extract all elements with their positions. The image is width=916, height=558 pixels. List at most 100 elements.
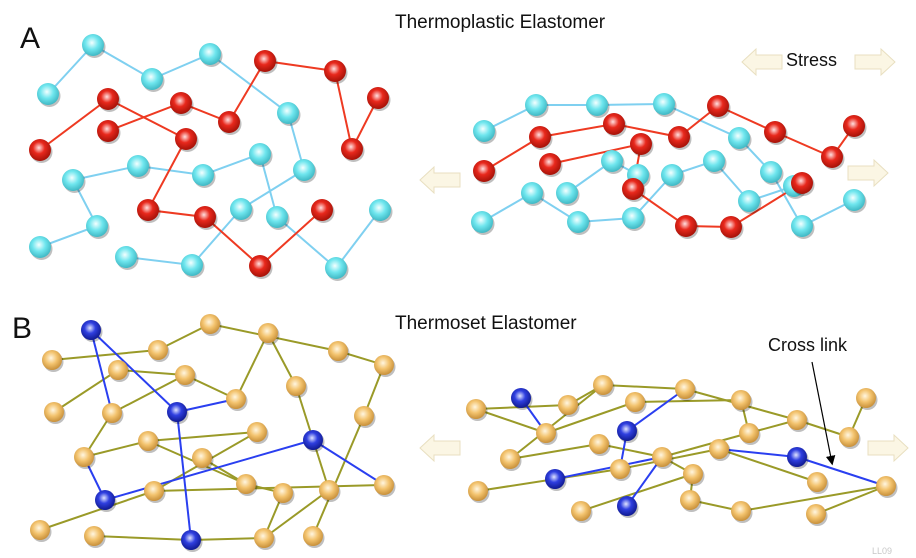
red-node: [791, 172, 813, 194]
cyan-node: [586, 94, 608, 116]
gold-node: [739, 423, 759, 443]
red-node: [622, 178, 644, 200]
olive-bond: [602, 384, 686, 390]
red-node: [529, 126, 551, 148]
gold-node: [354, 406, 374, 426]
cyan-node: [843, 189, 865, 211]
stretch-arrow-right: [867, 433, 909, 463]
gold-node: [226, 389, 246, 409]
gold-node: [610, 459, 630, 479]
olive-bond: [718, 448, 818, 483]
gold-node: [148, 340, 168, 360]
red-node: [170, 92, 192, 114]
gold-node: [144, 481, 164, 501]
gold-node: [30, 520, 50, 540]
gold-node: [593, 375, 613, 395]
panel-b-letter: B: [12, 312, 33, 345]
olive-bond: [111, 374, 186, 414]
stretch-arrow-left: [419, 165, 461, 195]
red-node: [630, 133, 652, 155]
red-node: [668, 126, 690, 148]
olive-bond: [51, 349, 159, 361]
cyan-node: [199, 43, 221, 65]
cyan-node: [791, 215, 813, 237]
gold-node: [675, 379, 695, 399]
gold-node: [468, 481, 488, 501]
gold-node: [200, 314, 220, 334]
gold-node: [42, 350, 62, 370]
cyan-node: [653, 93, 675, 115]
gold-node: [102, 403, 122, 423]
red-node: [821, 146, 843, 168]
gold-node: [709, 439, 729, 459]
red-node: [97, 88, 119, 110]
gold-node: [876, 476, 896, 496]
thermoplastic-soft-chain: [335, 209, 381, 269]
gold-node: [286, 376, 306, 396]
crosslink-label: Cross link: [768, 335, 848, 355]
gold-node: [807, 472, 827, 492]
gold-node: [44, 402, 64, 422]
blue-node: [545, 469, 565, 489]
cyan-node: [141, 68, 163, 90]
gold-node: [558, 395, 578, 415]
cyan-node: [230, 198, 252, 220]
crosslink-bond: [626, 388, 686, 432]
stretch-arrow-left: [419, 433, 461, 463]
cyan-node: [601, 150, 623, 172]
panel-a-title: Thermoplastic Elastomer: [395, 12, 606, 33]
red-node: [675, 215, 697, 237]
olive-bond: [740, 485, 887, 512]
cyan-node: [661, 164, 683, 186]
olive-bond: [117, 369, 186, 376]
gold-node: [625, 392, 645, 412]
olive-bond: [815, 485, 887, 515]
stress-arrow-right: [854, 47, 896, 77]
gold-node: [273, 483, 293, 503]
gold-node: [138, 431, 158, 451]
blue-node: [181, 530, 201, 550]
gold-node: [466, 399, 486, 419]
gold-node: [247, 422, 267, 442]
olive-bond: [661, 432, 750, 458]
crosslink-bond: [90, 329, 178, 413]
cyan-node: [192, 164, 214, 186]
olive-bond: [153, 484, 385, 492]
red-node: [249, 255, 271, 277]
gold-node: [571, 501, 591, 521]
cyan-node: [622, 207, 644, 229]
olive-bond: [53, 369, 119, 413]
cyan-node: [86, 215, 108, 237]
olive-bond: [509, 384, 604, 460]
gold-node: [374, 475, 394, 495]
red-node: [324, 60, 346, 82]
gold-node: [683, 464, 703, 484]
gold-node: [806, 504, 826, 524]
cyan-node: [521, 182, 543, 204]
crosslink-bond: [626, 456, 663, 507]
red-node: [254, 50, 276, 72]
cyan-node: [471, 211, 493, 233]
thermoplastic-soft-chain: [39, 152, 337, 269]
red-node: [311, 199, 333, 221]
watermark: LL09: [872, 546, 893, 556]
olive-bond: [475, 408, 547, 434]
gold-node: [680, 490, 700, 510]
cyan-node: [567, 211, 589, 233]
gold-node: [731, 390, 751, 410]
gold-node: [236, 474, 256, 494]
stress-arrow-left: [741, 47, 783, 77]
blue-node: [617, 496, 637, 516]
cyan-node: [277, 102, 299, 124]
gold-node: [856, 388, 876, 408]
cyan-node: [703, 150, 725, 172]
olive-bond: [190, 537, 265, 541]
crosslink-bond: [796, 456, 887, 487]
cyan-node: [266, 206, 288, 228]
blue-node: [95, 490, 115, 510]
cyan-node: [473, 120, 495, 142]
olive-bond: [93, 535, 192, 541]
red-node: [218, 111, 240, 133]
